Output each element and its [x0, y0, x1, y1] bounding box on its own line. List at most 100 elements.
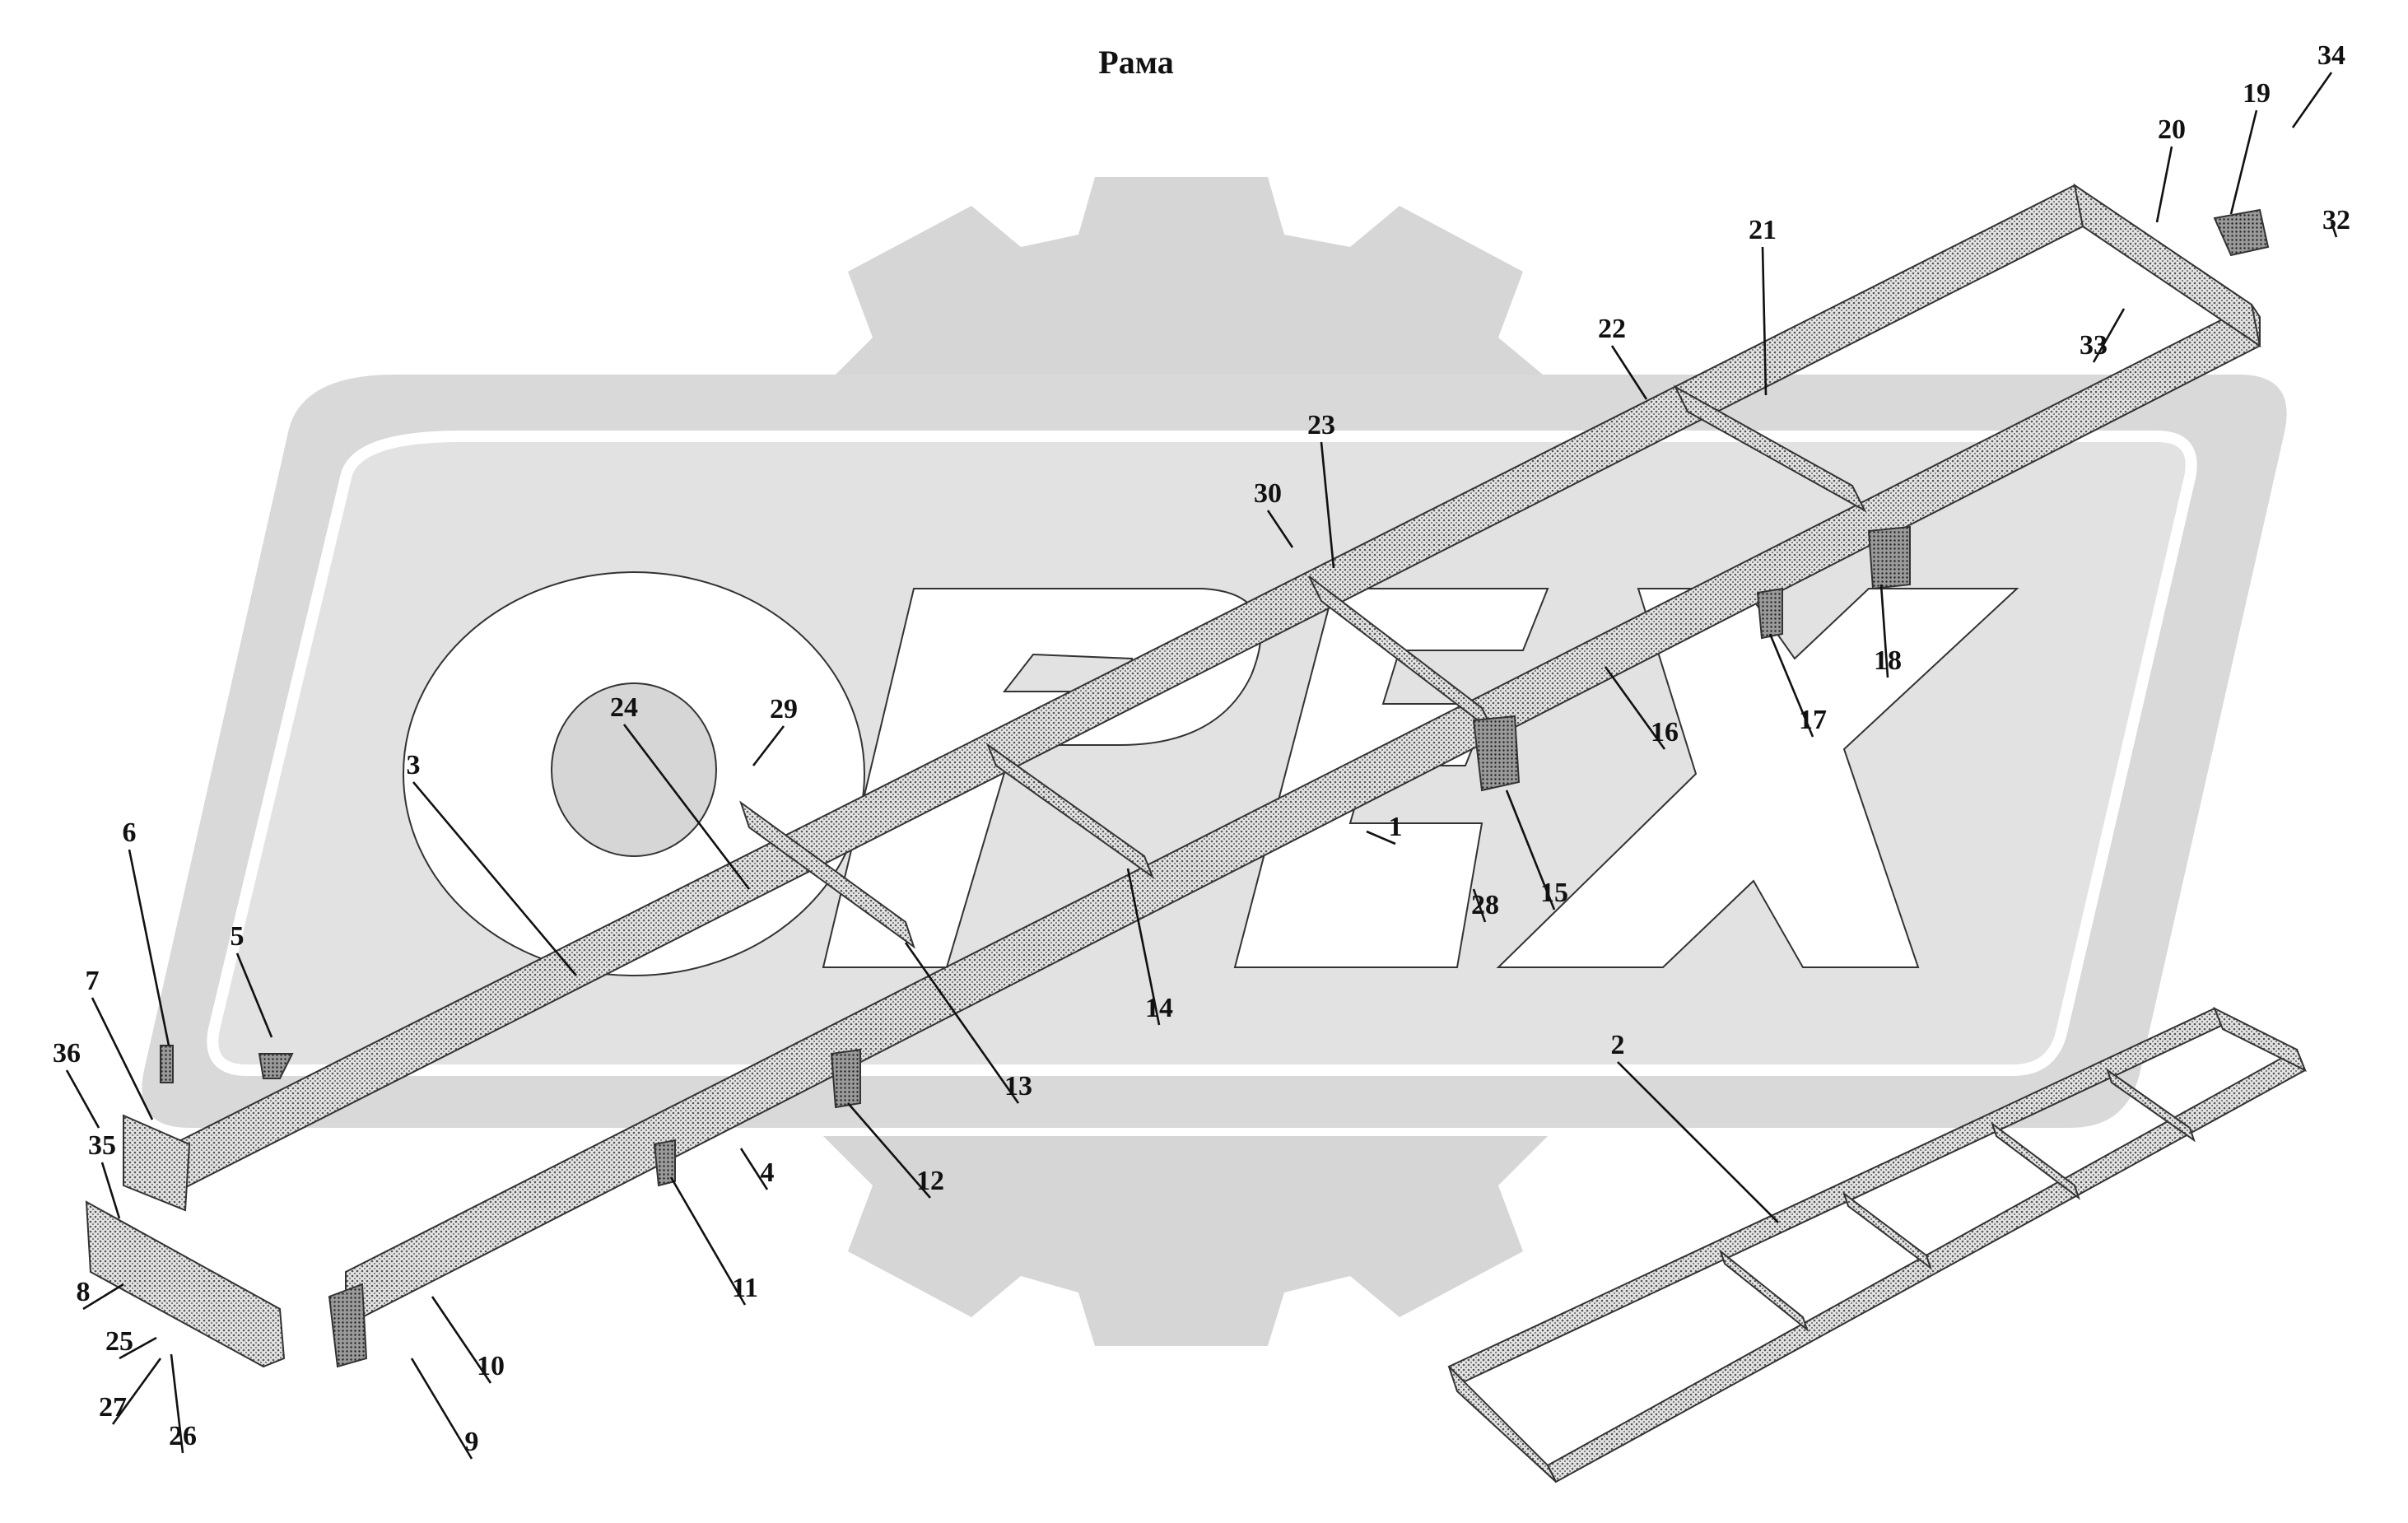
main-frame-assembly [85, 183, 2270, 1368]
watermark-letter-e [1233, 588, 1549, 968]
callout-32: 32 [2322, 205, 2350, 235]
leader-line-20 [2155, 146, 2173, 223]
assembled-cross-2 [1842, 1191, 1932, 1270]
leader-line-3 [412, 781, 577, 976]
watermark-gear [823, 177, 1548, 1346]
callout-35: 35 [88, 1130, 116, 1161]
callout-13: 13 [1004, 1071, 1032, 1101]
leader-line-1 [1366, 830, 1396, 845]
leader-line-28 [1472, 888, 1487, 923]
cross-member-14 [985, 743, 1155, 879]
leader-line-27 [111, 1358, 162, 1425]
callout-4: 4 [761, 1157, 775, 1188]
callout-27: 27 [99, 1392, 127, 1423]
callout-33: 33 [2080, 330, 2108, 361]
assembled-front-cross [1448, 1366, 1557, 1483]
callout-34: 34 [2317, 40, 2345, 71]
callout-14: 14 [1145, 993, 1173, 1023]
leader-line-4 [739, 1148, 769, 1190]
watermark-logo [142, 177, 2287, 1346]
spring-bracket-12 [830, 1048, 861, 1109]
leader-line-32 [2330, 221, 2338, 238]
callout-10: 10 [477, 1351, 505, 1381]
leader-line-5 [235, 952, 273, 1038]
callout-30: 30 [1254, 478, 1282, 509]
leader-line-26 [170, 1353, 184, 1454]
callout-18: 18 [1874, 645, 1902, 676]
assembled-frame-view [1447, 1006, 2307, 1483]
leader-line-16 [1604, 666, 1666, 750]
cross-member-21 [1673, 384, 1867, 513]
callout-2: 2 [1611, 1030, 1625, 1060]
leader-line-35 [100, 1162, 121, 1219]
assembled-cross-1 [1718, 1249, 1809, 1332]
callout-23: 23 [1307, 410, 1335, 440]
callout-28: 28 [1471, 890, 1499, 920]
callout-21: 21 [1749, 215, 1777, 245]
assembled-cross-4 [2106, 1068, 2196, 1143]
spring-bracket-11 [653, 1139, 676, 1187]
leader-line-14 [1126, 868, 1161, 1026]
callout-5: 5 [231, 921, 245, 952]
assembled-rear-cross [2213, 1006, 2307, 1073]
leader-line-33 [2092, 308, 2126, 363]
bracket-19 [2213, 208, 2270, 257]
callout-8: 8 [77, 1277, 91, 1307]
bracket-6 [160, 1045, 174, 1083]
callout-19: 19 [2243, 78, 2271, 109]
callout-29: 29 [770, 694, 798, 724]
callout-12: 12 [916, 1166, 944, 1196]
leader-line-36 [65, 1069, 100, 1129]
callout-17: 17 [1799, 705, 1827, 735]
leader-line-18 [1879, 584, 1889, 678]
leader-line-12 [847, 1102, 931, 1199]
leader-line-11 [669, 1176, 747, 1306]
leader-line-7 [91, 997, 154, 1120]
diagram-title: Рама [1098, 44, 1174, 81]
assembled-cross-3 [1991, 1121, 2080, 1200]
callout-7: 7 [86, 966, 100, 996]
callout-9: 9 [465, 1427, 479, 1457]
leader-line-15 [1505, 789, 1556, 911]
leader-line-10 [431, 1296, 492, 1384]
watermark-letter-x [1496, 588, 2019, 968]
spring-bracket-18 [1867, 525, 1911, 590]
leader-line-21 [1761, 246, 1768, 396]
front-end-9 [328, 1283, 368, 1368]
leader-lines [65, 72, 2338, 1460]
callout-1: 1 [1389, 812, 1403, 842]
bracket-5 [258, 1053, 294, 1079]
callout-3: 3 [407, 750, 421, 780]
callout-36: 36 [53, 1038, 81, 1069]
bracket-15 [1472, 715, 1521, 792]
leader-line-29 [752, 725, 785, 766]
callout-20: 20 [2158, 114, 2186, 145]
callout-15: 15 [1540, 878, 1568, 908]
leader-line-17 [1768, 633, 1814, 738]
leader-line-25 [119, 1336, 157, 1360]
leader-line-22 [1610, 345, 1648, 400]
callout-26: 26 [169, 1421, 197, 1451]
cross-member-13 [739, 800, 915, 949]
callout-16: 16 [1651, 717, 1679, 748]
callout-11: 11 [732, 1273, 758, 1303]
callout-25: 25 [105, 1326, 133, 1357]
spring-bracket-17 [1756, 587, 1783, 640]
leader-line-34 [2291, 72, 2333, 128]
callout-24: 24 [610, 692, 638, 723]
callout-22: 22 [1598, 314, 1626, 344]
leader-line-23 [1320, 441, 1335, 569]
rear-cross-member [2073, 183, 2261, 348]
leader-line-8 [82, 1283, 124, 1311]
leader-line-9 [410, 1358, 473, 1460]
callout-6: 6 [123, 817, 137, 848]
front-bumper-bracket-8 [85, 1200, 286, 1368]
leader-line-6 [128, 849, 170, 1046]
leader-line-13 [904, 942, 1020, 1104]
leader-line-24 [622, 724, 751, 890]
leader-line-30 [1266, 510, 1294, 548]
bracket-7 [123, 1114, 191, 1212]
leader-line-19 [2229, 109, 2258, 215]
leader-line-2 [1617, 1061, 1779, 1223]
